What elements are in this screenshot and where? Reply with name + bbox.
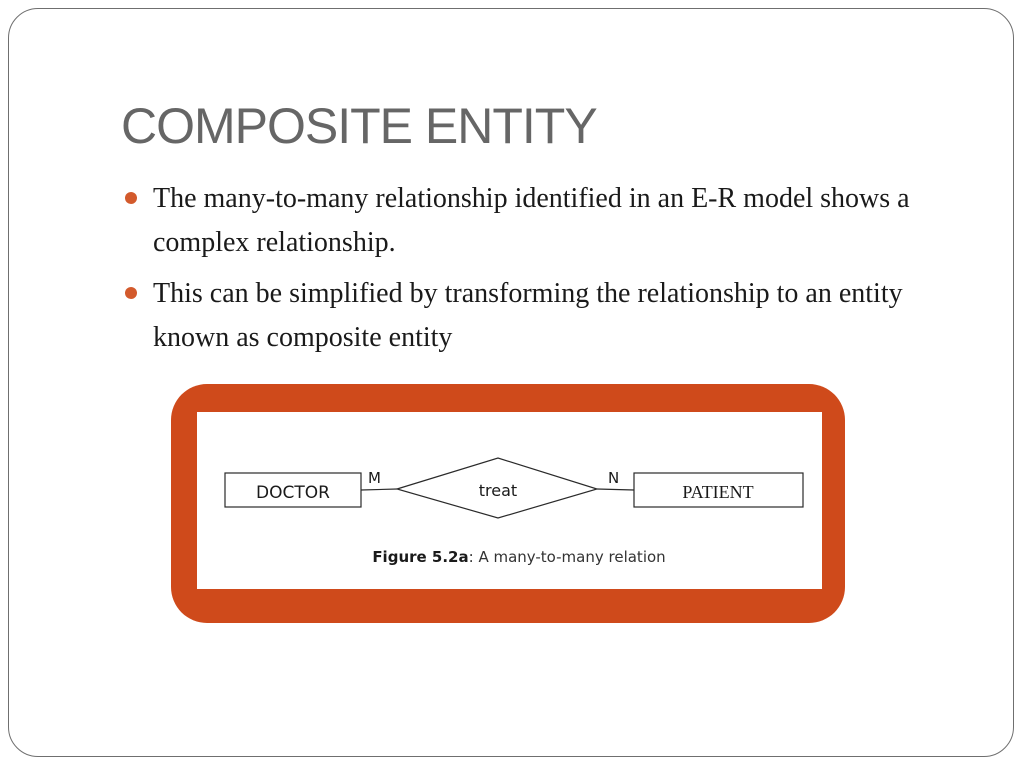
entity-doctor-label: DOCTOR: [256, 483, 330, 503]
entity-patient-box: [633, 472, 804, 508]
connector-line-right: [596, 488, 635, 491]
bullet-list: The many-to-many relationship identified…: [121, 177, 981, 367]
bullet-text: The many-to-many relationship identified…: [153, 183, 910, 258]
figure-caption-text: A many-to-many relation: [473, 548, 666, 566]
er-diagram-svg: DOCTOR treat PATIENT M N: [224, 457, 804, 519]
er-diagram: DOCTOR treat PATIENT M N Figure 5.2a: A …: [197, 412, 822, 589]
figure-frame: DOCTOR treat PATIENT M N Figure 5.2a: A …: [171, 384, 845, 623]
bullet-item: The many-to-many relationship identified…: [121, 177, 981, 265]
slide-frame: COMPOSITE ENTITY The many-to-many relati…: [8, 8, 1014, 757]
relationship-treat-label: treat: [479, 481, 517, 500]
connector-line-left: [360, 488, 398, 491]
figure-caption-separator: :: [468, 548, 474, 566]
bullet-text: This can be simplified by transforming t…: [153, 278, 903, 353]
entity-doctor-box: [224, 472, 362, 508]
relationship-treat-diamond: [394, 457, 600, 519]
figure-caption-label: Figure 5.2a: [372, 548, 469, 566]
bullet-item: This can be simplified by transforming t…: [121, 272, 981, 360]
entity-patient-label: PATIENT: [682, 482, 753, 502]
bullet-dot-icon: [125, 287, 137, 299]
figure-caption: Figure 5.2a: A many-to-many relation: [197, 548, 841, 566]
cardinality-m-label: M: [368, 469, 381, 487]
slide-title: COMPOSITE ENTITY: [121, 98, 598, 154]
bullet-dot-icon: [125, 192, 137, 204]
cardinality-n-label: N: [608, 469, 619, 487]
